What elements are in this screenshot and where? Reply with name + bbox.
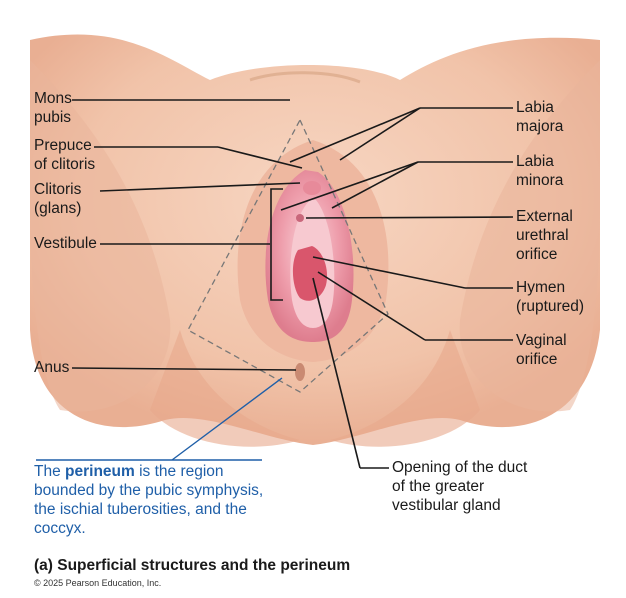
leader-anus — [71, 367, 297, 371]
label-prepuce: Prepuce of clitoris — [34, 137, 96, 173]
leader-lmin-b — [331, 161, 419, 209]
label-anus: Anus — [34, 359, 70, 376]
perineum-outline — [187, 118, 389, 393]
note-term: perineum — [65, 463, 135, 480]
label-labia-majora: Labia majora — [516, 99, 564, 135]
leader-urethral — [305, 216, 514, 219]
label-mons-pubis: Mons pubis — [34, 90, 72, 126]
vestibule-bracket — [270, 188, 283, 301]
figure-caption: (a) Superficial structures and the perin… — [34, 557, 351, 574]
clitoris-shape — [303, 181, 321, 195]
label-urethral-orifice: External urethral orifice — [516, 208, 573, 263]
perineum-note: The perineum is the region bounded by th… — [34, 462, 284, 538]
note-after: is the region bounded by the pubic symph… — [34, 463, 264, 537]
vaginal-orifice-shape — [292, 246, 328, 301]
label-hymen: Hymen (ruptured) — [516, 279, 585, 315]
left-thigh — [30, 60, 171, 412]
leader-prepuce-2 — [217, 146, 303, 169]
right-buttock — [330, 330, 480, 447]
leader-vaginal-2 — [317, 271, 426, 341]
leader-lines — [71, 99, 514, 469]
right-thigh — [459, 60, 600, 412]
label-vaginal-orifice: Vaginal orifice — [516, 332, 567, 368]
anus-shape — [295, 363, 305, 381]
label-vestibule: Vestibule — [34, 235, 97, 252]
mons-hair — [249, 71, 361, 84]
leader-clitoris — [99, 182, 301, 192]
label-clitoris: Clitoris (glans) — [34, 181, 82, 217]
leader-lmaj-a — [289, 107, 421, 163]
label-labia-minora: Labia minora — [516, 153, 564, 189]
copyright: © 2025 Pearson Education, Inc. — [34, 578, 162, 588]
leader-lmaj-b — [339, 107, 421, 161]
label-duct-opening: Opening of the duct of the greater vesti… — [392, 459, 528, 514]
leader-perineum-2 — [171, 377, 283, 461]
left-buttock — [150, 330, 300, 447]
note-before: The — [34, 463, 66, 480]
leader-hymen-2 — [312, 256, 466, 289]
leader-duct-2 — [312, 277, 361, 469]
leader-lmin-a — [280, 161, 419, 211]
urethral-orifice-shape — [296, 214, 304, 222]
